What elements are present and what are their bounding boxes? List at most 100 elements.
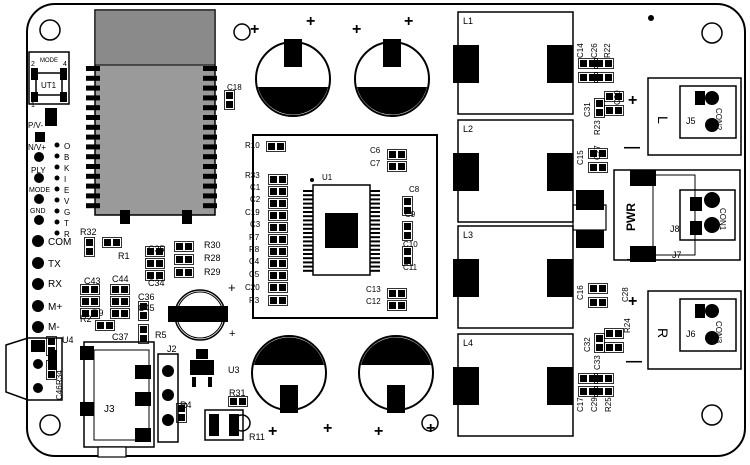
ic-pin	[303, 257, 313, 260]
svg-text:+: +	[404, 13, 413, 30]
smd-pad-icon	[604, 328, 624, 339]
smd-pad-icon	[268, 222, 288, 233]
svg-text:3: 3	[63, 95, 67, 102]
component-label: C45	[138, 303, 155, 313]
ic-pin	[303, 227, 313, 230]
svg-text:P/V-: P/V-	[28, 121, 43, 130]
ic-pin	[370, 190, 380, 192]
smd-pad-icon	[588, 297, 608, 308]
component-label: C43	[84, 276, 101, 286]
mode-switch[interactable]: MODE UT1 2 4 1 3	[28, 51, 70, 109]
ic-pin	[370, 202, 380, 205]
smd-pad-icon	[145, 258, 165, 269]
component-label: C12	[366, 297, 381, 306]
smd-pad-icon	[84, 237, 95, 257]
svg-text:+: +	[229, 328, 235, 340]
component-label: C20	[245, 283, 260, 292]
component-label: R31	[229, 388, 246, 398]
smd-pad-icon	[203, 105, 217, 111]
component-label: C4	[249, 257, 260, 266]
mounting-hole-icon	[233, 23, 251, 41]
component-label: C26	[590, 43, 599, 58]
svg-text:MODE: MODE	[29, 187, 50, 194]
component-label: R24	[623, 318, 632, 333]
ic-pin	[303, 265, 313, 268]
smd-pad-icon	[174, 241, 194, 252]
svg-text:—: —	[626, 353, 642, 370]
component-label: R9	[92, 308, 104, 318]
ic-pin	[303, 236, 313, 239]
svg-text:CON1: CON1	[718, 208, 727, 231]
svg-text:+: +	[628, 293, 637, 310]
smd-pad-icon	[268, 186, 288, 197]
ic-pin	[303, 261, 313, 264]
component-label: C9	[405, 210, 416, 219]
inductor-label: L1	[463, 16, 473, 26]
mounting-hole-icon	[421, 414, 439, 432]
inductor-icon: L3	[453, 225, 574, 329]
svg-text:+: +	[374, 423, 383, 440]
inductor-icon: L1	[453, 11, 574, 115]
smd-pad-icon	[203, 66, 217, 71]
svg-text:4: 4	[63, 61, 67, 68]
svg-text:I: I	[64, 175, 66, 184]
smd-pad-icon	[86, 164, 100, 169]
smd-pad-icon	[268, 210, 288, 221]
svg-text:2: 2	[31, 61, 35, 68]
component-label: C19	[245, 208, 260, 217]
smd-pad-icon	[46, 360, 57, 380]
ic-pin	[303, 190, 313, 192]
smd-pad-icon	[604, 91, 624, 102]
ic-pin	[370, 198, 380, 201]
component-label: C36	[138, 292, 155, 302]
smd-pad-icon	[588, 162, 608, 173]
smd-pad-icon	[387, 288, 407, 299]
component-label: C31	[583, 102, 592, 117]
component-label: C5	[249, 270, 260, 279]
ic-pin	[303, 232, 313, 234]
smd-pad-icon	[110, 308, 130, 319]
component-label: C11	[403, 263, 418, 272]
smd-pad-icon	[86, 173, 100, 179]
small-pin-column: O B K I E V G T R	[54, 142, 70, 239]
smd-pad-icon	[268, 282, 288, 293]
smd-pad-icon	[86, 75, 100, 81]
svg-text:J5: J5	[686, 116, 696, 126]
component-label: C28	[621, 287, 630, 302]
smd-pad-icon	[138, 301, 149, 321]
svg-text:T: T	[64, 219, 69, 228]
ic-pin	[370, 232, 380, 234]
smd-pad-icon	[594, 373, 614, 384]
inductor-icon: L2	[453, 119, 574, 223]
component-label: R25	[604, 397, 613, 412]
svg-text:U3: U3	[228, 365, 240, 375]
mounting-hole-icon	[701, 22, 723, 44]
component-label: R8	[249, 245, 260, 254]
svg-text:+: +	[250, 21, 259, 38]
smd-pad-icon	[224, 90, 235, 110]
svg-text:G: G	[64, 208, 70, 217]
component-label: C35	[148, 244, 165, 254]
component-label: R7	[249, 233, 260, 242]
smd-pad-icon	[594, 72, 614, 83]
smd-pad-icon	[203, 85, 217, 91]
smd-pad-icon	[203, 144, 217, 150]
smd-pad-icon	[86, 183, 100, 189]
small-capacitor: + +	[168, 280, 236, 341]
ic-pin	[303, 206, 313, 209]
svg-text:PLY: PLY	[31, 166, 46, 175]
smd-pad-icon	[402, 246, 413, 266]
component-label: R29	[204, 267, 221, 277]
svg-text:CON3: CON3	[714, 321, 723, 344]
svg-text:M-: M-	[48, 322, 60, 333]
smd-pad-icon	[110, 284, 130, 295]
smd-pad-icon	[203, 115, 217, 120]
smd-pad-icon	[604, 342, 624, 353]
ic-pin	[303, 202, 313, 205]
smd-pad-icon	[174, 254, 194, 265]
ic-pin	[303, 223, 313, 226]
smd-pad-icon	[46, 336, 57, 356]
amp-block	[252, 134, 438, 319]
smd-pad-icon	[387, 161, 407, 172]
